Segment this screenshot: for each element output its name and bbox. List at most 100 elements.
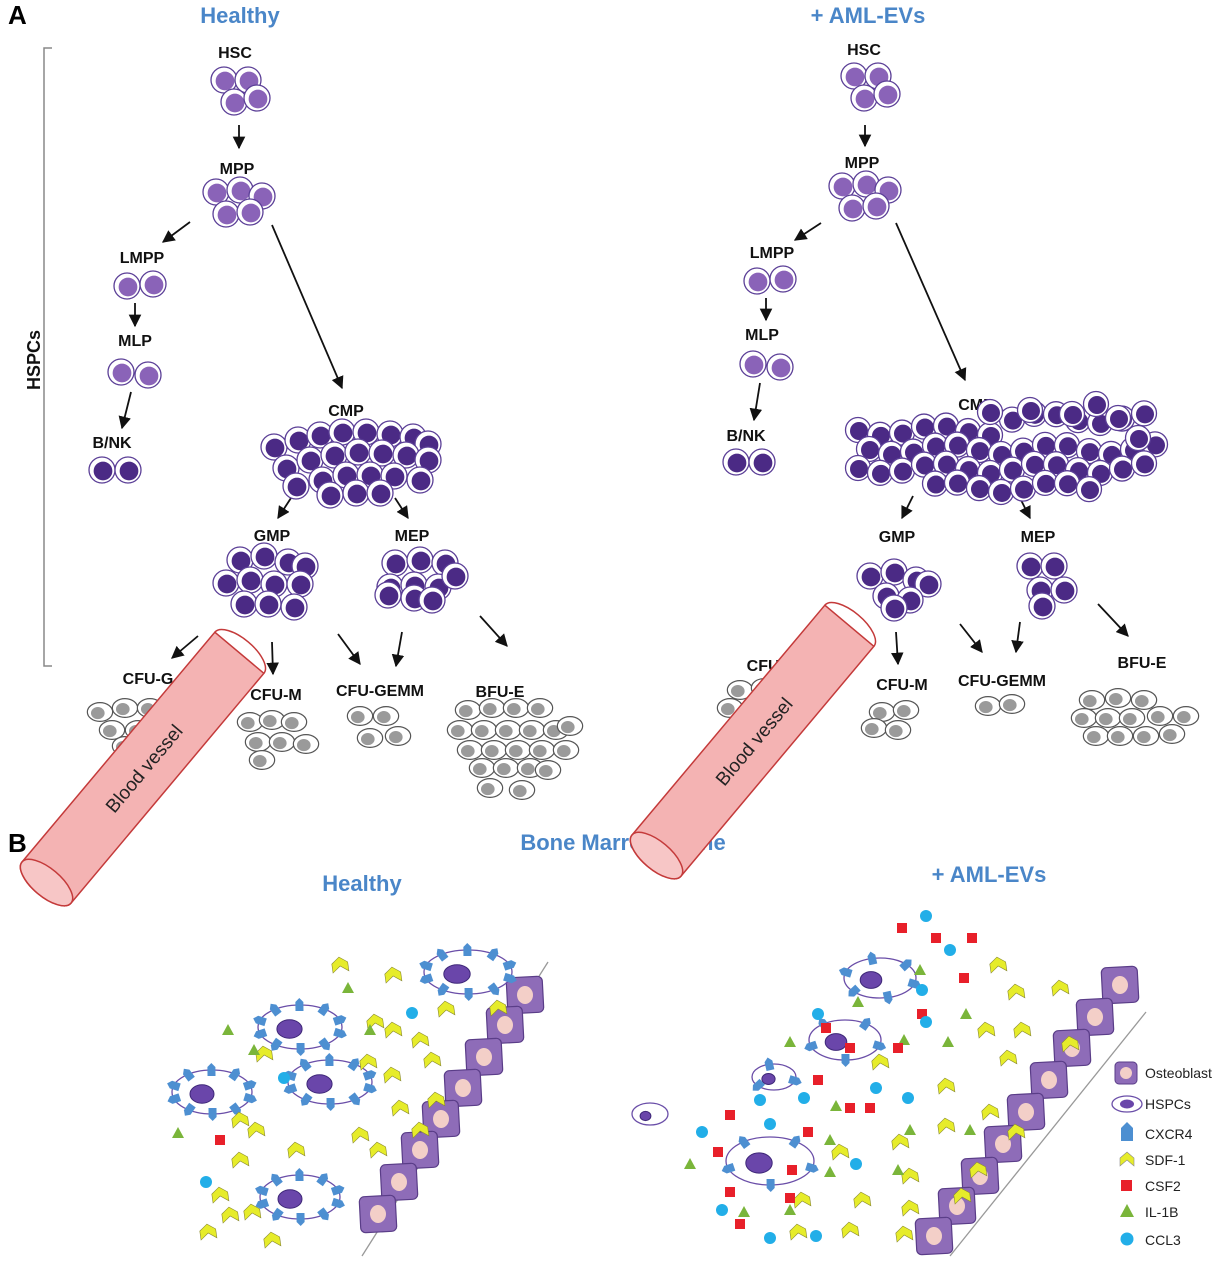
ccl3-marker [944,944,956,956]
sdf1-ligand [411,1031,430,1049]
sdf1-ligand [489,999,508,1017]
csf2-marker [897,923,907,933]
osteoblast-healthy-6 [379,1162,419,1202]
csf2-marker [725,1110,735,1120]
lmpp-cluster [113,270,167,300]
panel-a-healthy-title: Healthy [200,3,280,28]
label-cfu-g: CFU-G [123,671,174,688]
svg-text:SDF-1: SDF-1 [1145,1152,1186,1168]
ccl3-marker [902,1092,914,1104]
cell-clusters [86,62,1200,800]
il1b-marker [824,1166,836,1177]
healthy-stage-labels: HSC MPP LMPP MLP B/NK CMP GMP MEP CFU-G … [92,45,524,704]
osteoblast-aml-6 [960,1156,1000,1196]
svg-text:CSF2: CSF2 [1145,1178,1181,1194]
niche-elements [167,910,1140,1256]
ccl3-marker [870,1082,882,1094]
sdf1-ligand [369,1141,388,1159]
cfu-gemm-colony-aml [974,694,1026,716]
osteoblast-aml-8 [914,1216,954,1256]
svg-text:CCL3: CCL3 [1145,1232,1181,1248]
sdf1-ligand [383,1066,402,1084]
label-hsc-aml: HSC [847,42,881,59]
aml-stage-labels: HSC MPP LMPP MLP B/NK CMP GMP MEP CFU-G … [726,42,1166,694]
osteoblast-aml-3 [1029,1060,1069,1100]
sdf1-ligand [1013,1021,1032,1039]
label-cfu-m-aml: CFU-M [876,677,928,694]
ccl3-marker [764,1232,776,1244]
il1b-marker [904,1124,916,1135]
panel-a-letter: A [8,0,27,30]
label-gmp-aml: GMP [879,529,916,546]
il1b-marker [364,1024,376,1035]
legend: Osteoblast HSPCs CXCR4 SDF-1 CSF2 IL-1B … [1111,1061,1212,1248]
sdf1-ligand [853,1191,872,1209]
legend-csf2: CSF2 [1121,1178,1181,1194]
sdf1-ligand [901,1167,920,1185]
mlp-cluster-aml [739,350,794,381]
ccl3-marker [916,984,928,996]
hspc-aml-2 [804,1017,887,1067]
sdf1-ligand [953,1187,972,1205]
il1b-marker [222,1024,234,1035]
label-mpp-aml: MPP [845,155,880,172]
il1b-marker [892,1164,904,1175]
sdf1-ligand [977,1021,996,1039]
sdf1-ligand [384,966,403,984]
hspc-aml-3 [751,1057,802,1091]
csf2-marker [845,1043,855,1053]
sdf1-ligand [231,1111,250,1129]
il1b-marker [824,1134,836,1145]
ccl3-marker [810,1230,822,1242]
ccl3-marker [920,1016,932,1028]
il1b-marker [942,1036,954,1047]
bfu-e-colony-aml [1070,688,1200,746]
il1b-marker [852,996,864,1007]
il1b-marker [964,1124,976,1135]
bone-surface-aml [949,1011,1147,1257]
hspc-healthy-1 [419,943,517,1001]
legend-hspcs: HSPCs [1111,1095,1191,1113]
hspcs-bracket [43,47,52,667]
il1b-marker [738,1206,750,1217]
sdf1-ligand [969,1161,988,1179]
hspc-healthy-2 [253,998,347,1056]
csf2-marker [959,973,969,983]
label-cfu-m: CFU-M [250,687,302,704]
sdf1-ligand [999,1049,1018,1067]
csf2-marker [931,933,941,943]
bnk-cluster-aml [722,448,776,476]
legend-cxcr4: CXCR4 [1121,1122,1193,1142]
sdf1-ligand [427,1091,446,1109]
csf2-marker [917,1009,927,1019]
sdf1-ligand [1061,1035,1080,1053]
cfu-gemm-colony [346,706,412,748]
sdf1-ligand [359,1053,378,1071]
osteoblast-healthy-2 [464,1037,504,1077]
label-cfu-gemm: CFU-GEMM [336,683,424,700]
il1b-marker [960,1008,972,1019]
sdf1-ligand [937,1077,956,1095]
healthy-arrows [118,125,508,676]
mpp-cluster [202,176,276,228]
sdf1-ligand [1007,983,1026,1001]
csf2-marker [725,1187,735,1197]
svg-text:HSPCs: HSPCs [1145,1096,1191,1112]
ccl3-marker [754,1094,766,1106]
label-cmp: CMP [328,403,364,420]
osteoblast-aml-1 [1075,997,1115,1037]
mep-cluster [374,546,469,614]
ccl3-marker [764,1118,776,1130]
label-cfu-gemm-aml: CFU-GEMM [958,673,1046,690]
sdf1-ligand [423,1051,442,1069]
sdf1-ligand [871,1053,890,1071]
legend-il1b: IL-1B [1120,1204,1178,1220]
legend-osteoblast: Osteoblast [1114,1061,1212,1085]
csf2-marker [215,1135,225,1145]
sdf1-ligand [989,956,1008,974]
hspc-aml-4 [721,1135,819,1192]
sdf1-ligand [351,1126,370,1144]
csf2-marker [713,1147,723,1157]
bnk-cluster [88,456,142,484]
